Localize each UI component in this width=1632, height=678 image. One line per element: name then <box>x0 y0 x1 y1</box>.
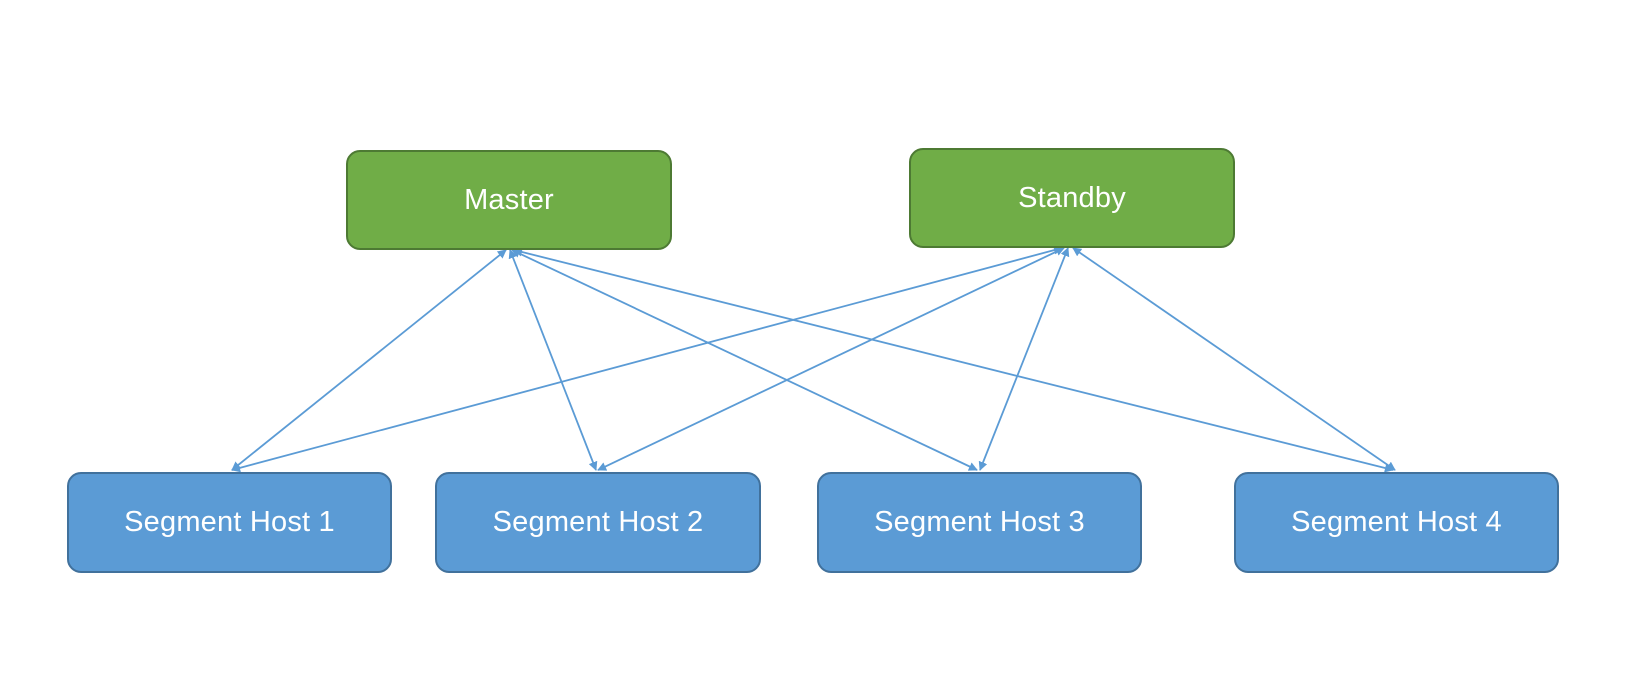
connector-master-segment-host-1 <box>231 249 507 471</box>
segment-host-3-node: Segment Host 3 <box>817 472 1142 573</box>
segment-host-1-node: Segment Host 1 <box>67 472 392 573</box>
connector-standby-segment-host-1 <box>231 245 1063 473</box>
master-node: Master <box>346 150 672 250</box>
connector-master-segment-host-3 <box>511 249 978 471</box>
standby-node-label: Standby <box>1018 181 1126 214</box>
segment-host-3-label: Segment Host 3 <box>874 506 1085 538</box>
segment-host-1-label: Segment Host 1 <box>124 506 335 538</box>
connector-standby-segment-host-4 <box>1072 247 1396 471</box>
segment-host-4-label: Segment Host 4 <box>1291 506 1502 538</box>
segment-host-2-node: Segment Host 2 <box>435 472 761 573</box>
segment-host-4-node: Segment Host 4 <box>1234 472 1559 573</box>
segment-host-2-label: Segment Host 2 <box>492 506 704 538</box>
master-node-label: Master <box>464 183 554 216</box>
standby-node: Standby <box>909 148 1235 248</box>
connector-standby-segment-host-3 <box>978 247 1070 471</box>
